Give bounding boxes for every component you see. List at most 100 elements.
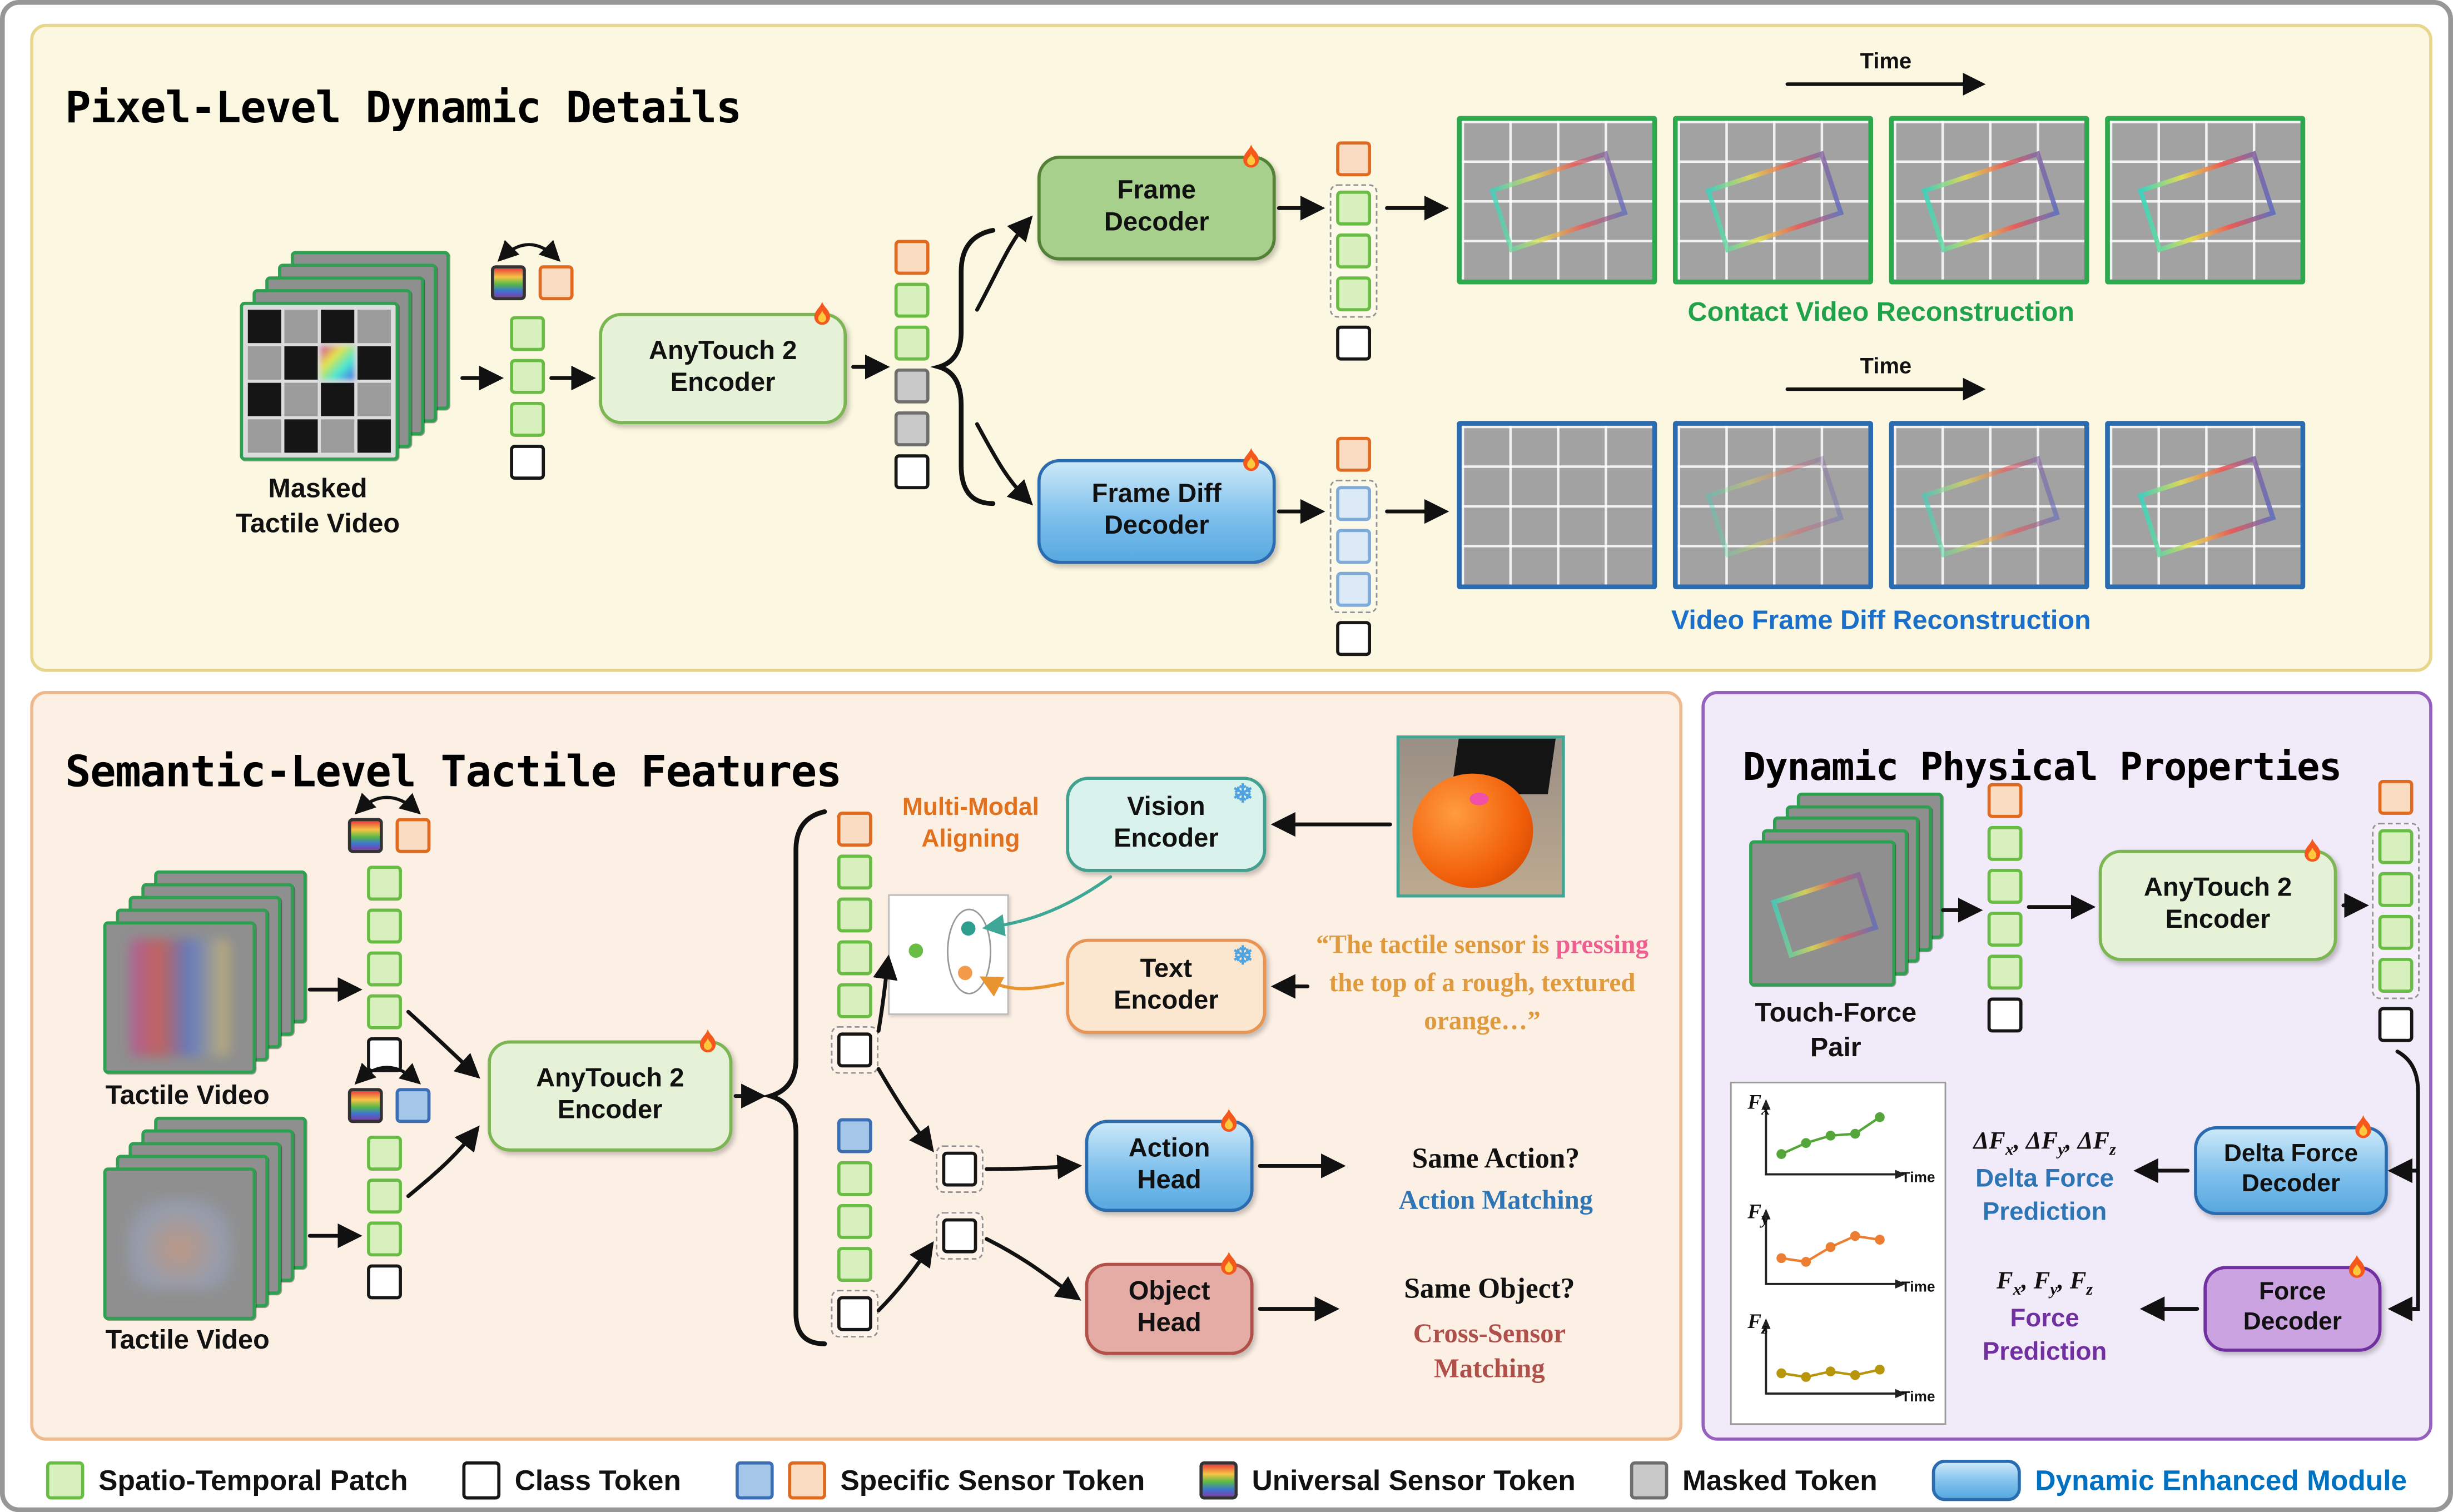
encoder-label: AnyTouch 2 Encoder bbox=[536, 1065, 684, 1125]
encoder-label: AnyTouch 2 Encoder bbox=[2143, 874, 2292, 934]
green-token bbox=[837, 1161, 872, 1196]
tactile-imprint bbox=[1770, 872, 1878, 958]
reconstructed-object bbox=[1920, 151, 2059, 253]
green-token bbox=[894, 282, 930, 318]
reconstructed-object bbox=[1705, 456, 1844, 558]
masked-gray-patch bbox=[357, 310, 391, 344]
quote-highlight: pressing bbox=[1556, 929, 1649, 959]
time-label-diff: Time bbox=[1860, 352, 1912, 379]
force-decoder: Force Decoder bbox=[2203, 1255, 2382, 1352]
token-column-contact bbox=[1329, 141, 1378, 361]
green-token bbox=[1987, 954, 2023, 990]
gray-swatch bbox=[1630, 1461, 1669, 1500]
anytouch2-encoder-semantic: AnyTouch 2 Encoder bbox=[488, 1029, 733, 1152]
green-token bbox=[1336, 233, 1372, 268]
vision-encoder-label: Vision Encoder bbox=[1114, 793, 1219, 853]
green-token bbox=[894, 325, 930, 361]
masked-tactile-video-stack bbox=[240, 251, 453, 461]
quote-before: “The tactile sensor is bbox=[1315, 929, 1556, 959]
orange-swatch bbox=[788, 1461, 826, 1500]
tactile-video-label-2: Tactile Video bbox=[105, 1325, 270, 1355]
black-token bbox=[837, 1032, 872, 1068]
encoder-label: AnyTouch 2 Encoder bbox=[648, 337, 797, 397]
masked-video-label: Masked Tactile Video bbox=[235, 473, 400, 539]
masked-dark-patch bbox=[284, 419, 318, 453]
green-token bbox=[2378, 872, 2414, 907]
universal-token bbox=[347, 1088, 383, 1123]
dashed-token-group bbox=[1329, 479, 1378, 613]
green-token bbox=[510, 316, 545, 351]
reconstructed-object bbox=[1705, 151, 1844, 253]
green-token bbox=[2378, 914, 2414, 950]
tactile-embedding-dot bbox=[908, 943, 923, 958]
black-token bbox=[894, 454, 930, 490]
dashed-token-group bbox=[2372, 823, 2420, 999]
text-embedding-dot bbox=[958, 966, 972, 981]
action-head-label: Action Head bbox=[1128, 1134, 1210, 1195]
tactile-video-label-1: Tactile Video bbox=[105, 1080, 270, 1111]
token-column-semantic-out bbox=[831, 812, 879, 1338]
text-encoder-label: Text Encoder bbox=[1114, 954, 1219, 1015]
force-curve: Time bbox=[1761, 1099, 1935, 1185]
frame-decoder-label: Frame Decoder bbox=[1104, 176, 1209, 237]
green-token bbox=[2378, 829, 2414, 864]
legend-item: Specific Sensor Token bbox=[735, 1461, 1145, 1500]
fire-icon bbox=[808, 300, 836, 340]
contact-photo bbox=[1396, 735, 1565, 898]
delta-force-math: ΔFx, ΔFy, ΔFz bbox=[1973, 1127, 2116, 1160]
token-column-pixel-out bbox=[894, 240, 930, 490]
tactile-imprint bbox=[127, 1197, 232, 1291]
gray-token bbox=[894, 411, 930, 446]
fire-icon bbox=[1238, 143, 1265, 182]
green-token bbox=[1336, 276, 1372, 312]
force-math: Fx, Fy, Fz bbox=[1997, 1267, 2093, 1300]
orange-fruit bbox=[1412, 773, 1533, 888]
anytouch2-encoder-physical: AnyTouch 2 Encoder bbox=[2098, 838, 2337, 961]
diff-reconstruction-frames bbox=[1457, 421, 2306, 590]
black-token bbox=[942, 1151, 977, 1187]
masked-dark-patch bbox=[321, 382, 355, 416]
object-head: Object Head bbox=[1085, 1251, 1254, 1355]
blue-swatch bbox=[735, 1461, 774, 1500]
panel-title-pixel: Pixel-Level Dynamic Details bbox=[65, 84, 742, 135]
masked-dark-patch bbox=[247, 382, 281, 416]
token-column-pixel-in bbox=[510, 316, 545, 480]
orange-token bbox=[1336, 436, 1372, 472]
svg-text:Time: Time bbox=[1901, 1388, 1935, 1405]
fire-icon bbox=[2343, 1254, 2371, 1292]
reconstructed-object bbox=[2137, 151, 2276, 253]
masked-dark-patch bbox=[321, 310, 355, 344]
module-swatch bbox=[1931, 1460, 2021, 1501]
orange-token bbox=[395, 818, 431, 853]
panel-title-semantic: Semantic-Level Tactile Features bbox=[65, 749, 842, 798]
black-token bbox=[942, 1218, 977, 1254]
alignment-ellipse bbox=[947, 908, 992, 994]
force-axis-label: Fz bbox=[1747, 1309, 1769, 1339]
fire-icon bbox=[2350, 1113, 2377, 1152]
sensor-token-pair-pixel bbox=[490, 265, 574, 301]
orange-token bbox=[1987, 783, 2023, 818]
legend-label: Universal Sensor Token bbox=[1252, 1464, 1576, 1496]
fire-icon bbox=[2299, 837, 2326, 877]
black-swatch bbox=[462, 1461, 501, 1500]
black-token bbox=[510, 445, 545, 480]
contact-reconstruction-frames bbox=[1457, 116, 2306, 285]
legend-item: Dynamic Enhanced Module bbox=[1931, 1460, 2407, 1501]
force-curve: Time bbox=[1761, 1208, 1935, 1295]
same-action-question: Same Action? bbox=[1412, 1142, 1580, 1174]
legend-item: Masked Token bbox=[1630, 1461, 1878, 1500]
green-token bbox=[367, 866, 402, 901]
green-token bbox=[837, 897, 872, 933]
green-token bbox=[837, 854, 872, 890]
same-object-question: Same Object? bbox=[1404, 1272, 1575, 1305]
fire-icon bbox=[694, 1028, 722, 1067]
token-column-physical-out bbox=[2372, 780, 2420, 1042]
sensor-token-pair-1 bbox=[347, 818, 431, 853]
green-token bbox=[1987, 912, 2023, 947]
lightblue-token bbox=[1336, 529, 1372, 564]
green-token bbox=[837, 1247, 872, 1282]
universal-token bbox=[490, 265, 526, 301]
video-frame-front bbox=[1749, 840, 1895, 987]
